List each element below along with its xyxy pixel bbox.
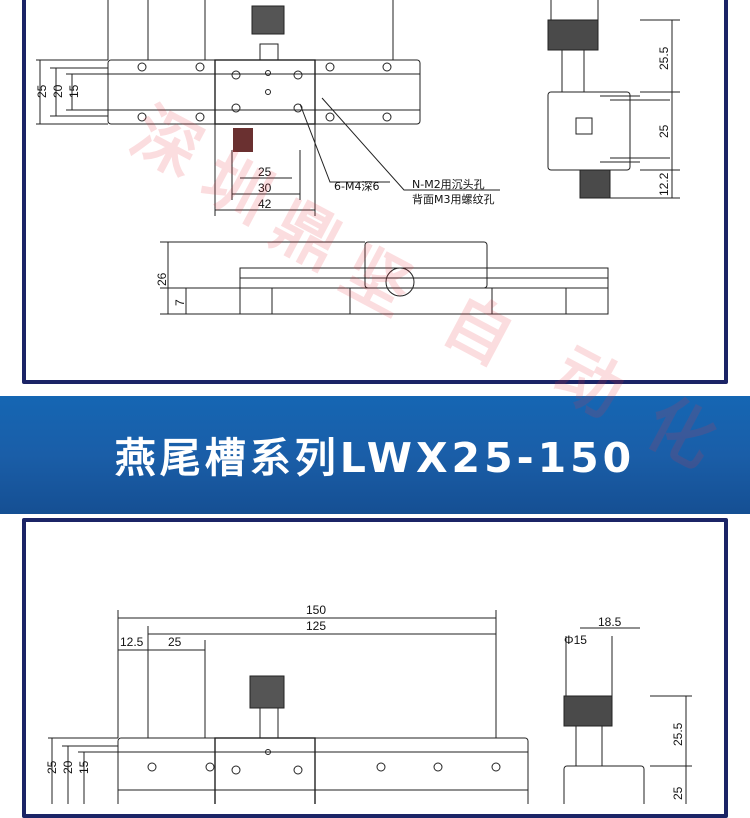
dim-front-7: 7	[173, 299, 187, 306]
dim-bottom-42: 42	[258, 197, 272, 211]
dim-left-20: 20	[51, 84, 65, 98]
banner-title: 燕尾槽系列LWX25-150	[114, 434, 636, 482]
dim-front-26: 26	[155, 272, 169, 286]
dim-b-left-20: 20	[61, 760, 75, 774]
bottom-drawing-panel	[22, 518, 728, 818]
dim-phi15: Φ15	[564, 633, 587, 647]
dim-bottom-30: 30	[258, 181, 272, 195]
dim-left-25: 25	[35, 84, 49, 98]
dim-150: 150	[306, 603, 326, 617]
title-banner	[0, 396, 750, 514]
dim-125: 125	[306, 619, 326, 633]
dim-b-left-25: 25	[45, 760, 59, 774]
dim-12.5: 12.5	[120, 635, 144, 649]
dim-side-12.2: 12.2	[657, 172, 671, 196]
callout-m2-line1: N-M2用沉头孔	[412, 178, 485, 191]
dim-bottom-25: 25	[258, 165, 272, 179]
dim-side-25.5: 25.5	[657, 46, 671, 70]
dim-pitch-25: 25	[168, 635, 182, 649]
callout-m4: 6-M4深6	[334, 180, 379, 193]
dim-b-side-25: 25	[671, 786, 685, 800]
clamp-lever	[233, 128, 253, 152]
dim-left-15: 15	[67, 84, 81, 98]
dim-b-side-25.5: 25.5	[671, 722, 685, 746]
dim-18.5: 18.5	[598, 615, 622, 629]
dim-side-25: 25	[657, 124, 671, 138]
callout-m2-line2: 背面M3用螺纹孔	[412, 192, 495, 206]
dim-b-left-15: 15	[77, 760, 91, 774]
